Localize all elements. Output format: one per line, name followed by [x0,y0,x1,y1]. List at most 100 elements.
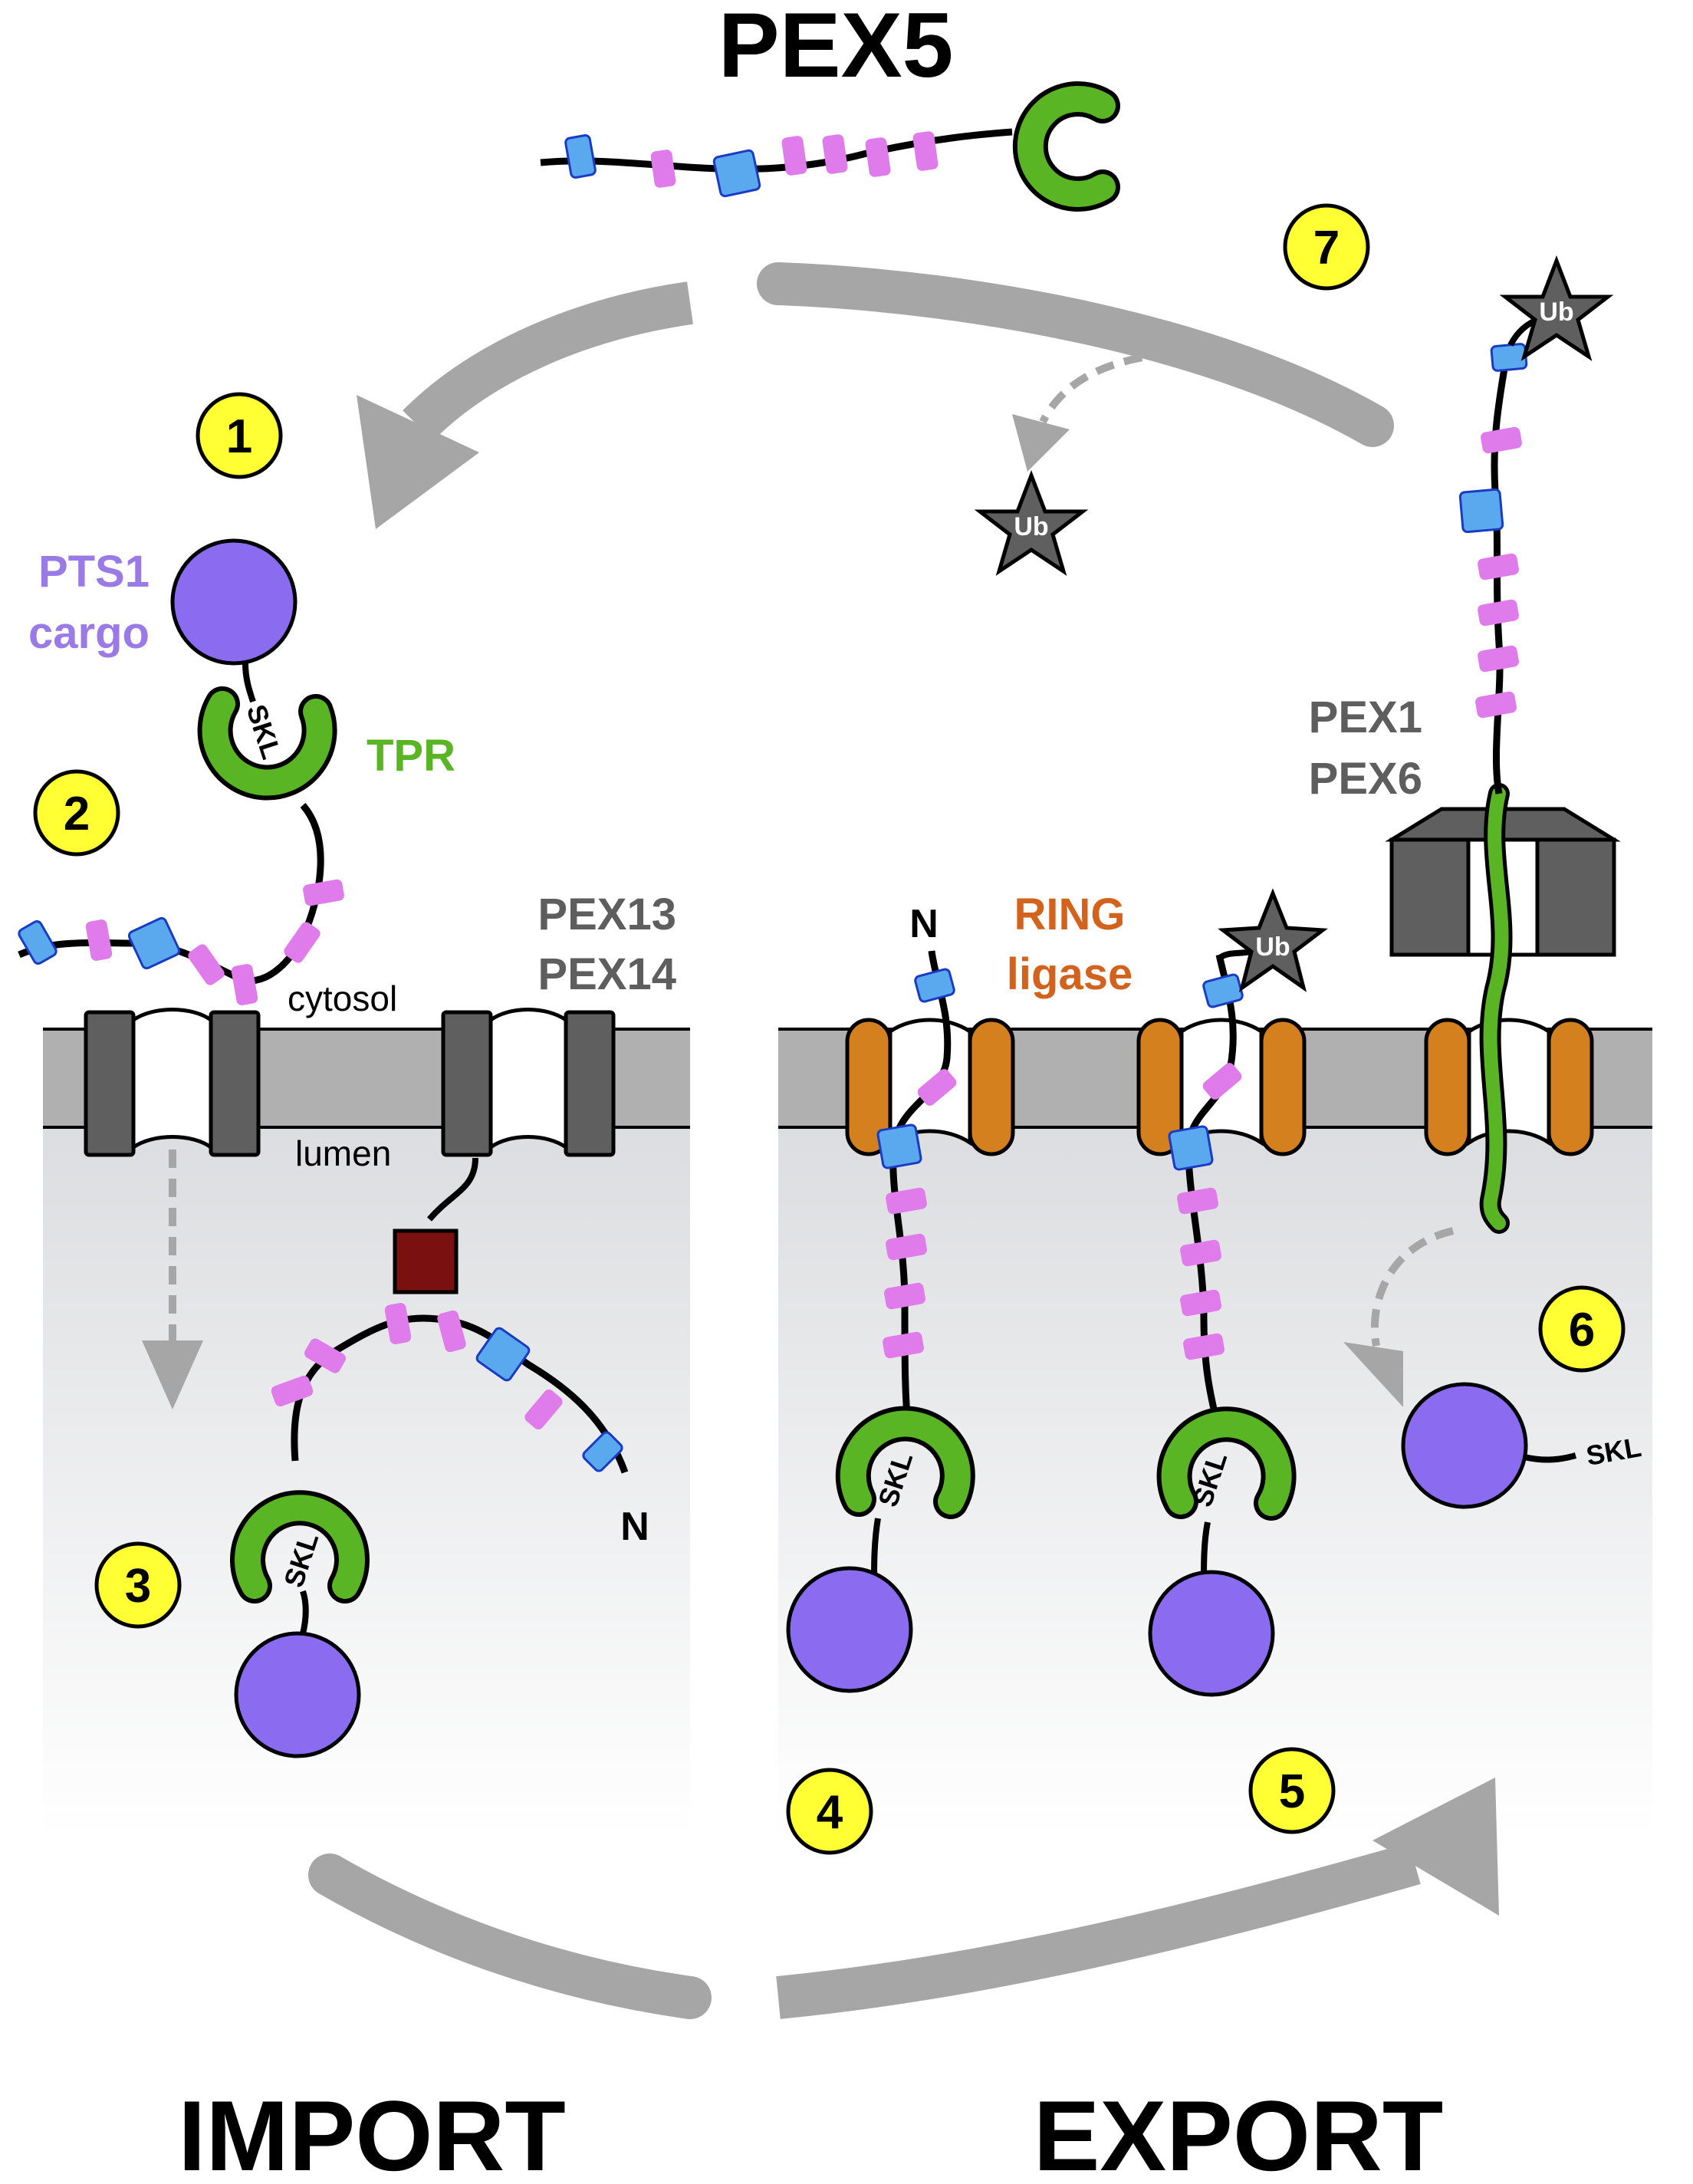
ubiquitin-icon: Ub [1499,255,1614,361]
step-badge-7: 7 [1283,203,1370,291]
ubiquitin-icon: Ub [974,470,1089,576]
pex5-extracted: Ub [1458,255,1614,1234]
motif-pink [271,1375,314,1407]
motif-pink [1202,1063,1242,1100]
label-export: EXPORT [1034,2080,1444,2184]
motif-pink [188,944,225,985]
pts1-cargo [1401,1382,1528,1509]
motif-pink [917,1069,957,1106]
arrow-bottom-left [308,1853,712,2019]
motif-pink [303,879,344,906]
svg-text:2: 2 [64,788,90,840]
label-pts1: PTS1 [38,547,150,597]
step-badge-1: 1 [196,392,283,479]
motif-blue [712,149,761,198]
motif-pink [884,1282,925,1310]
motif-pink [822,134,848,174]
label-pex13: PEX13 [537,890,676,939]
motif-blue [475,1327,531,1382]
svg-text:6: 6 [1569,1304,1595,1357]
svg-text:Ub: Ub [1014,512,1048,541]
motif-pink [1180,1289,1221,1317]
svg-text:7: 7 [1313,222,1340,275]
motif-pink [231,964,258,1005]
motif-pink [1475,691,1517,719]
arrowhead-bottom-right [1372,1778,1499,1916]
motif-pink [1481,426,1522,454]
pts1-cargo [234,1631,361,1758]
svg-text:Ub: Ub [1255,932,1290,962]
motif-blue [127,916,181,970]
motif-pink [883,1331,924,1359]
cycle-arrows [308,262,1421,2019]
motif-pink [1183,1333,1225,1360]
svg-text:5: 5 [1279,1765,1305,1818]
step-badge-6: 6 [1538,1285,1626,1373]
motif-pink [1478,553,1519,581]
motif-pink [912,131,939,171]
motif-pink [865,137,891,177]
motif-blue [564,134,597,179]
motif-blue [582,1431,623,1472]
motif-pink [1177,1187,1218,1215]
n-terminus: N [909,902,939,946]
label-ligase: ligase [1007,949,1133,999]
label-cytosol: cytosol [288,979,397,1018]
motif-pink [437,1310,466,1353]
pex14-anchor [393,1228,459,1294]
svg-text:3: 3 [125,1560,151,1613]
label-pex1: PEX1 [1309,692,1422,742]
motif-pink [384,1303,412,1344]
ubiquitin-icon: Ub [1218,888,1328,992]
skl-label: SKL [241,701,288,763]
motif-pink [524,1389,563,1430]
motif-pink [284,922,321,963]
motif-pink [886,1187,927,1215]
motif-blue [876,1123,922,1169]
label-ring: RING [1014,890,1126,939]
n-terminus: N [620,1505,649,1549]
motif-pink [304,1338,346,1373]
motif-pink [85,919,113,961]
label-pex14: PEX14 [537,949,676,999]
pts1-cargo [786,1566,913,1693]
motif-blue [1458,488,1504,534]
label-lumen: lumen [295,1133,391,1173]
pts1-cargo [1148,1570,1275,1697]
motif-blue [1168,1125,1214,1171]
motif-blue [1490,343,1528,372]
label-tpr: TPR [367,731,455,781]
pex5-free [540,81,1120,212]
dashed-arrowhead-cargo-release [1343,1342,1403,1407]
pore-left-2 [441,1008,616,1157]
motif-blue [18,920,58,965]
label-pex6: PEX6 [1309,754,1422,804]
pex5-ring-1: N SKL [786,902,975,1693]
svg-text:Ub: Ub [1539,298,1573,327]
arrow-bottom-right [776,1843,1421,2019]
arrow-top-right [757,262,1394,447]
motif-blue [914,968,955,1003]
motif-blue [1202,973,1244,1008]
dashed-arrow-ub-release [1039,349,1201,424]
arrowhead-top-left [357,395,479,529]
step-badge-3: 3 [94,1541,182,1629]
pex5-ring-2: SKL Ub [1148,888,1328,1697]
svg-text:1: 1 [226,410,252,463]
motif-pink [1180,1239,1221,1267]
pex5-cargo-bound-cytosol: SKL [18,538,344,1005]
step-badge-4: 4 [786,1768,873,1855]
arrow-top-left [403,281,693,441]
label-import: IMPORT [178,2080,566,2184]
title-pex5: PEX5 [718,0,954,97]
motif-pink [781,136,807,176]
step-badge-5: 5 [1248,1747,1336,1834]
dashed-arrowhead-ub-release [1012,414,1070,472]
dashed-arrowhead-import [142,1340,203,1409]
pts1-cargo [170,538,298,666]
label-cargo: cargo [28,608,150,658]
motif-pink [1478,599,1519,627]
pore-left-1 [84,1008,261,1157]
step-badge-2: 2 [33,769,120,857]
